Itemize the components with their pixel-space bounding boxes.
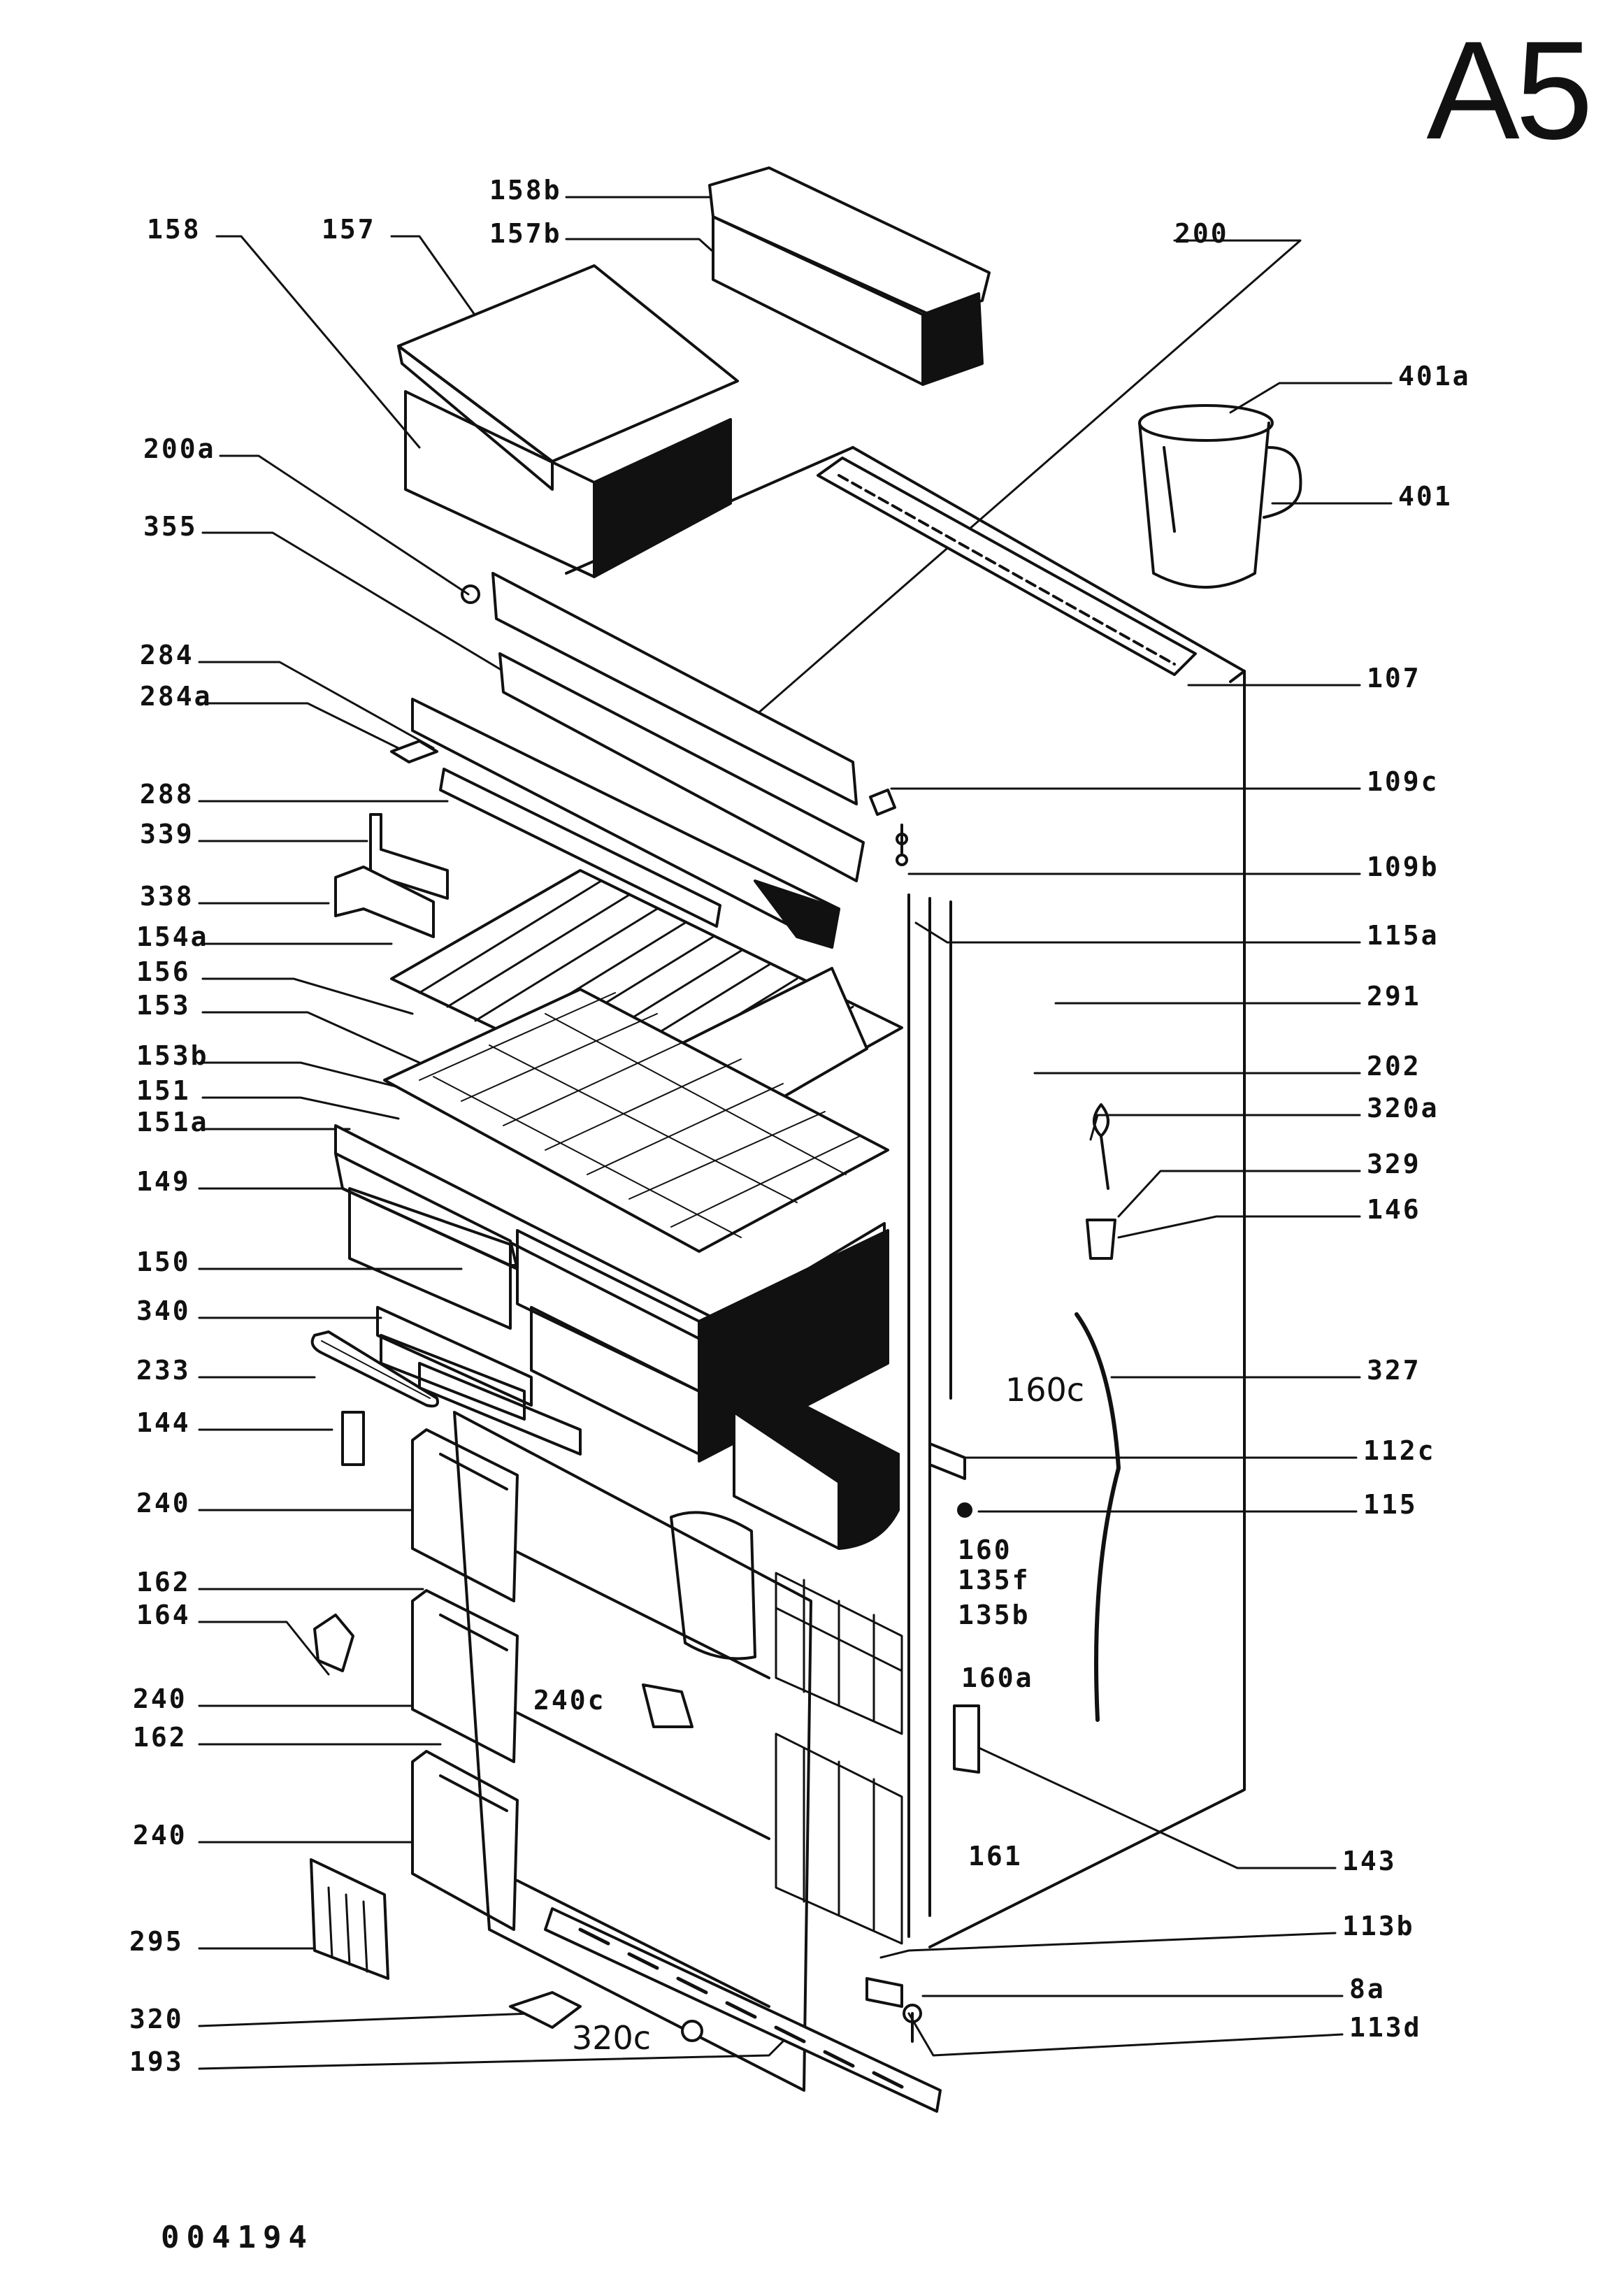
callout-label: 151a bbox=[136, 1107, 209, 1137]
door-liner bbox=[453, 1411, 812, 2092]
callout-label: 355 bbox=[143, 511, 198, 542]
callout-label: 8a bbox=[1349, 1974, 1386, 2004]
callout-label: 146 bbox=[1367, 1194, 1421, 1225]
callout-label: 240 bbox=[133, 1820, 187, 1851]
callout-label: 151 bbox=[136, 1075, 191, 1106]
measuring-jug bbox=[1138, 404, 1302, 589]
callout-label: 320c bbox=[572, 2019, 652, 2057]
callout-label: 240 bbox=[136, 1488, 191, 1518]
callout-label: 200a bbox=[143, 433, 216, 464]
top-rail bbox=[817, 457, 1197, 676]
callout-label: 160a bbox=[961, 1662, 1034, 1693]
callout-label: 338 bbox=[140, 881, 194, 912]
leader-lines bbox=[198, 235, 784, 2070]
callout-label: 115 bbox=[1363, 1489, 1418, 1520]
callout-label: 107 bbox=[1367, 663, 1421, 694]
door-racks bbox=[775, 1572, 903, 1945]
callout-label: 240 bbox=[133, 1683, 187, 1714]
hood-panels bbox=[411, 572, 865, 949]
callout-label: 202 bbox=[1367, 1051, 1421, 1082]
callout-label: 158 bbox=[147, 214, 201, 245]
kickplate bbox=[544, 1907, 942, 2113]
callout-label: 339 bbox=[140, 819, 194, 849]
callout-label: 153b bbox=[136, 1040, 209, 1071]
callout-label: 291 bbox=[1367, 981, 1421, 1012]
cabinet-body bbox=[565, 446, 1246, 1948]
callout-label: 200 bbox=[1174, 218, 1229, 249]
drawing-number: 004194 bbox=[161, 2220, 314, 2255]
callout-label: 160c bbox=[1005, 1371, 1085, 1409]
page-id: A5 bbox=[1426, 13, 1593, 168]
callout-label: 193 bbox=[129, 2046, 184, 2077]
leader-lines bbox=[565, 196, 1393, 2057]
callout-label: 153 bbox=[136, 990, 191, 1021]
callout-label: 158b bbox=[489, 175, 562, 206]
callout-label: 288 bbox=[140, 779, 194, 810]
small-parts bbox=[310, 584, 703, 2042]
callout-label: 401a bbox=[1398, 361, 1471, 392]
callout-label: 327 bbox=[1367, 1355, 1421, 1386]
callout-label: 115a bbox=[1367, 920, 1439, 951]
callout-label: 149 bbox=[136, 1166, 191, 1197]
callout-label: 320 bbox=[129, 2004, 184, 2034]
callout-label: 401 bbox=[1398, 481, 1453, 512]
callout-label: 295 bbox=[129, 1926, 184, 1957]
callout-label: 240c bbox=[533, 1685, 606, 1716]
callout-label: 135b bbox=[958, 1600, 1030, 1630]
callout-label: 109c bbox=[1367, 766, 1439, 797]
callout-label: 109b bbox=[1367, 852, 1439, 882]
callout-label: 143 bbox=[1342, 1846, 1397, 1876]
callout-label: 157b bbox=[489, 218, 562, 249]
callout-label: 157 bbox=[322, 214, 376, 245]
callout-label: 112c bbox=[1363, 1435, 1436, 1466]
door-gasket bbox=[310, 1330, 439, 1408]
callout-label: 164 bbox=[136, 1600, 191, 1630]
callout-label: 162 bbox=[136, 1567, 191, 1597]
small-parts bbox=[865, 789, 1121, 2043]
callout-label: 160 bbox=[958, 1535, 1012, 1565]
callout-label: 284a bbox=[140, 681, 213, 712]
callout-label: 135f bbox=[958, 1565, 1030, 1595]
callout-label: 154a bbox=[136, 921, 209, 952]
callout-label: 113b bbox=[1342, 1911, 1415, 1941]
callout-label: 320a bbox=[1367, 1093, 1439, 1123]
top-compartment bbox=[397, 166, 991, 578]
light-housing bbox=[733, 1397, 900, 1550]
callout-label: 161 bbox=[968, 1841, 1023, 1872]
door-bins bbox=[411, 1428, 519, 1931]
callout-label: 233 bbox=[136, 1355, 191, 1386]
callout-label: 329 bbox=[1367, 1149, 1421, 1179]
callout-label: 162 bbox=[133, 1722, 187, 1753]
callout-label: 144 bbox=[136, 1407, 191, 1438]
callout-label: 156 bbox=[136, 956, 191, 987]
callout-label: 150 bbox=[136, 1247, 191, 1277]
callout-label: 113d bbox=[1349, 2012, 1422, 2043]
crisper-drawers bbox=[334, 1152, 889, 1463]
callout-label: 284 bbox=[140, 640, 194, 670]
callout-label: 340 bbox=[136, 1295, 191, 1326]
